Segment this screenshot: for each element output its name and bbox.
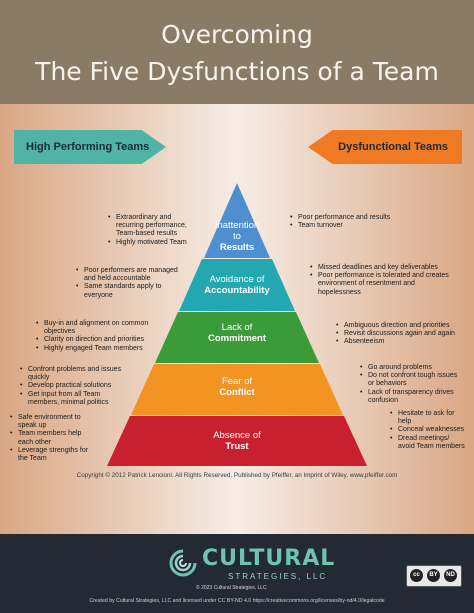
tier-conflict-line1: Fear of (221, 376, 253, 387)
logo-copyright: © 2023 Cultural Strategies, LLC (196, 585, 267, 591)
list-item: Go around problems (360, 364, 464, 372)
tier-commitment-bold: Commitment (207, 333, 267, 344)
tier-conflict-bold: Conflict (219, 387, 255, 398)
list-item: Lack of transparency drives confusion (360, 389, 464, 405)
list-item: Clarity on direction and priorities (36, 336, 156, 344)
list-item: Buy-in and alignment on common objective… (36, 320, 156, 336)
list-item: Hesitate to ask for help (390, 410, 466, 426)
nd-icon: ND (444, 569, 457, 582)
tier-label-trust: Absence of Trust (167, 430, 307, 452)
list-item: Absenteeism (336, 338, 462, 346)
conflict-positive-list: Confront problems and issues quickly Dev… (20, 366, 130, 407)
trust-negative-list: Hesitate to ask for help Conceal weaknes… (390, 410, 466, 451)
tier-trust-bold: Trust (225, 441, 249, 452)
cc-icon: cc (410, 569, 423, 582)
list-item: Extraordinary and recurring performance,… (108, 214, 200, 239)
list-item: Get input from all Team members, minimal… (20, 391, 130, 407)
list-item: Poor performance and results (290, 214, 410, 222)
conflict-negative-list: Go around problems Do not confront tough… (360, 364, 464, 405)
list-item: Revisit discussions again and again (336, 330, 462, 338)
cc-license-badge[interactable]: cc BY ND (406, 565, 462, 587)
pyramid-tier-trust (107, 416, 367, 466)
license-notice[interactable]: Created by Cultural Strategies, LLC and … (89, 598, 385, 604)
list-item: Highly engaged Team members (36, 345, 156, 353)
logo-subtitle: STRATEGIES, LLC (228, 572, 328, 581)
tier-label-results: Inattention to Results (167, 220, 307, 253)
list-item: Develop practical solutions (20, 382, 130, 390)
pyramid (107, 183, 367, 466)
pyramid-tier-results (204, 183, 270, 258)
trust-positive-list: Safe environment to speak up Team member… (10, 414, 92, 463)
pyramid-tier-accountability (179, 259, 295, 311)
list-item: Poor performers are managed and held acc… (76, 267, 180, 283)
list-item: Do not confront tough issues or behavior… (360, 372, 464, 388)
list-item: Conceal weaknesses (390, 426, 466, 434)
list-item: Ambiguous direction and priorities (336, 322, 462, 330)
tier-accountability-line1: Avoidance of (209, 274, 265, 285)
accountability-negative-list: Missed deadlines and key deliverables Po… (310, 264, 458, 297)
title-line-2: The Five Dysfunctions of a Team (35, 57, 439, 86)
tier-label-conflict: Fear of Conflict (167, 376, 307, 398)
title-line-1: Overcoming (161, 20, 313, 49)
list-item: Missed deadlines and key deliverables (310, 264, 458, 272)
tier-trust-line1: Absence of (213, 430, 261, 441)
tier-results-bold: Results (219, 242, 255, 253)
tier-label-accountability: Avoidance of Accountability (167, 274, 307, 296)
list-item: Same standards apply to everyone (76, 283, 180, 299)
list-item: Dread meetings/ avoid Team members (390, 435, 466, 451)
list-item: Team members help each other (10, 430, 92, 446)
list-item: Leverage strengths for the Team (10, 447, 92, 463)
tier-accountability-bold: Accountability (204, 285, 270, 296)
tier-results-line1: Inattention (214, 220, 260, 231)
list-item: Safe environment to speak up (10, 414, 92, 430)
list-item: Confront problems and issues quickly (20, 366, 130, 382)
commitment-negative-list: Ambiguous direction and priorities Revis… (336, 322, 462, 347)
footer-bar (0, 534, 474, 613)
tier-results-line2: to (233, 231, 241, 242)
results-negative-list: Poor performance and results Team turnov… (290, 214, 410, 231)
dysfunctional-label: Dysfunctional Teams (338, 141, 448, 153)
by-icon: BY (427, 569, 440, 582)
results-positive-list: Extraordinary and recurring performance,… (108, 214, 200, 247)
logo-name: CULTURAL (202, 546, 336, 571)
pyramid-tier-conflict (131, 364, 343, 415)
pyramid-tier-commitment (155, 312, 319, 363)
list-item: Highly motivated Team (108, 239, 200, 247)
high-performing-arrow: High Performing Teams (14, 130, 166, 164)
tier-label-commitment: Lack of Commitment (167, 322, 307, 344)
header-banner: Overcoming The Five Dysfunctions of a Te… (0, 0, 474, 104)
accountability-positive-list: Poor performers are managed and held acc… (76, 267, 180, 300)
list-item: Team turnover (290, 222, 410, 230)
cultural-strategies-logo-icon (169, 549, 197, 577)
high-performing-label: High Performing Teams (26, 141, 150, 153)
list-item: Poor performance is tolerated and create… (310, 272, 458, 297)
copyright-notice: Copyright © 2012 Patrick Lencioni. All R… (76, 472, 398, 479)
tier-commitment-line1: Lack of (221, 322, 253, 333)
dysfunctional-arrow: Dysfunctional Teams (308, 130, 462, 164)
commitment-positive-list: Buy-in and alignment on common objective… (36, 320, 156, 353)
